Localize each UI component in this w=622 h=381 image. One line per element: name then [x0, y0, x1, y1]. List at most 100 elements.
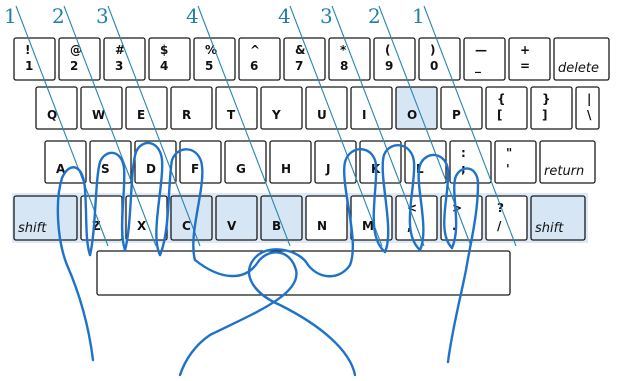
key-3: #3 — [104, 38, 145, 80]
key-main-symbol: = — [520, 59, 530, 73]
key-quote: "' — [495, 141, 536, 183]
key-top-symbol: ( — [385, 43, 390, 57]
key-main-symbol: U — [317, 108, 327, 122]
key-cap — [419, 38, 460, 80]
key-slash: ?/ — [486, 196, 527, 240]
key-g: G — [225, 141, 266, 183]
key-main-symbol: D — [146, 162, 156, 176]
key-main-symbol: H — [281, 162, 291, 176]
key-top-symbol: — — [475, 43, 487, 57]
key-cap — [405, 141, 446, 183]
key-main-symbol: R — [182, 108, 191, 122]
key-main-symbol: ] — [542, 108, 547, 122]
key-cap — [149, 38, 190, 80]
key-main-symbol: 8 — [340, 59, 348, 73]
key-name-label: shift — [535, 221, 564, 236]
key-e: E — [126, 87, 167, 129]
key-main-symbol: O — [407, 108, 417, 122]
key-u: U — [306, 87, 347, 129]
key-cap — [360, 141, 401, 183]
key-delete: delete — [554, 38, 609, 80]
key-main-symbol: S — [101, 162, 110, 176]
key-8: *8 — [329, 38, 370, 80]
key-5: %5 — [194, 38, 235, 80]
key-cap — [495, 141, 536, 183]
key-main-symbol: I — [362, 108, 366, 122]
key-y: Y — [261, 87, 302, 129]
key-l: L — [405, 141, 446, 183]
key-cap — [171, 196, 212, 240]
key-v: V — [216, 196, 257, 240]
key-1: !1 — [14, 38, 55, 80]
key-top-symbol: & — [295, 43, 305, 57]
key-main-symbol: 1 — [25, 59, 33, 73]
key-pipe: |\ — [576, 87, 599, 129]
key-main-symbol: P — [452, 108, 461, 122]
key-main-symbol: 6 — [250, 59, 258, 73]
key-cap — [126, 196, 167, 240]
key-x: X — [126, 196, 167, 240]
key-main-symbol: V — [227, 219, 237, 233]
key-shift-left: shift — [14, 196, 77, 240]
key-return: return — [540, 141, 595, 183]
key-cap — [306, 196, 347, 240]
key-main-symbol: 5 — [205, 59, 213, 73]
key-name-label: shift — [18, 221, 47, 236]
key-cap — [486, 196, 527, 240]
finger-numbers: 1 2 3 4 4 3 2 1 — [4, 4, 425, 28]
key-c: C — [171, 196, 212, 240]
key-cap — [441, 87, 482, 129]
key-cap — [329, 38, 370, 80]
key-top-symbol: " — [506, 146, 512, 160]
key-k: K — [360, 141, 401, 183]
key-main-symbol: 0 — [430, 59, 438, 73]
key-main-symbol: 3 — [115, 59, 123, 73]
key-o: O — [396, 87, 437, 129]
key-plus: += — [509, 38, 550, 80]
key-top-symbol: } — [542, 92, 551, 106]
key-cap — [261, 196, 302, 240]
key-main-symbol: T — [227, 108, 236, 122]
key-top-symbol: { — [497, 92, 506, 106]
keyboard-keys: !1@2#3$4%5^6&7*8(9)0—_+=deleteQWERTYUIOP… — [14, 38, 609, 240]
key-q: Q — [36, 87, 77, 129]
key-cap — [45, 141, 86, 183]
key-top-symbol: + — [520, 43, 530, 57]
key-main-symbol: [ — [497, 108, 502, 122]
key-cap — [216, 87, 257, 129]
key-name-label: return — [544, 164, 584, 179]
key-main-symbol: W — [92, 108, 105, 122]
key-top-symbol: > — [452, 201, 462, 215]
key-main-symbol: _ — [475, 59, 481, 74]
finger-number-left-2: 2 — [52, 4, 65, 28]
key-main-symbol: Y — [271, 108, 281, 122]
finger-number-right-2: 2 — [368, 4, 381, 28]
key-rbrace: }] — [531, 87, 572, 129]
key-main-symbol: F — [191, 162, 199, 176]
key-b: B — [261, 196, 302, 240]
key-top-symbol: : — [461, 146, 466, 160]
key-top-symbol: * — [340, 43, 347, 57]
key-main-symbol: 9 — [385, 59, 393, 73]
key-minus: —_ — [464, 38, 505, 80]
key-h: H — [270, 141, 311, 183]
key-cap — [486, 87, 527, 129]
key-main-symbol: B — [272, 219, 281, 233]
key-main-symbol: 4 — [160, 59, 168, 73]
key-top-symbol: ) — [430, 43, 435, 57]
finger-number-left-3: 3 — [96, 4, 109, 28]
key-main-symbol: X — [137, 219, 147, 233]
key-n: N — [306, 196, 347, 240]
key-main-symbol: E — [137, 108, 145, 122]
finger-number-right-3: 3 — [320, 4, 333, 28]
key-r: R — [171, 87, 212, 129]
key-top-symbol: ^ — [250, 43, 260, 57]
key-w: W — [81, 87, 122, 129]
finger-number-left-1: 1 — [4, 4, 17, 28]
key-4: $4 — [149, 38, 190, 80]
key-a: A — [45, 141, 86, 183]
key-top-symbol: $ — [160, 43, 168, 57]
key-shift-right: shift — [531, 196, 585, 240]
